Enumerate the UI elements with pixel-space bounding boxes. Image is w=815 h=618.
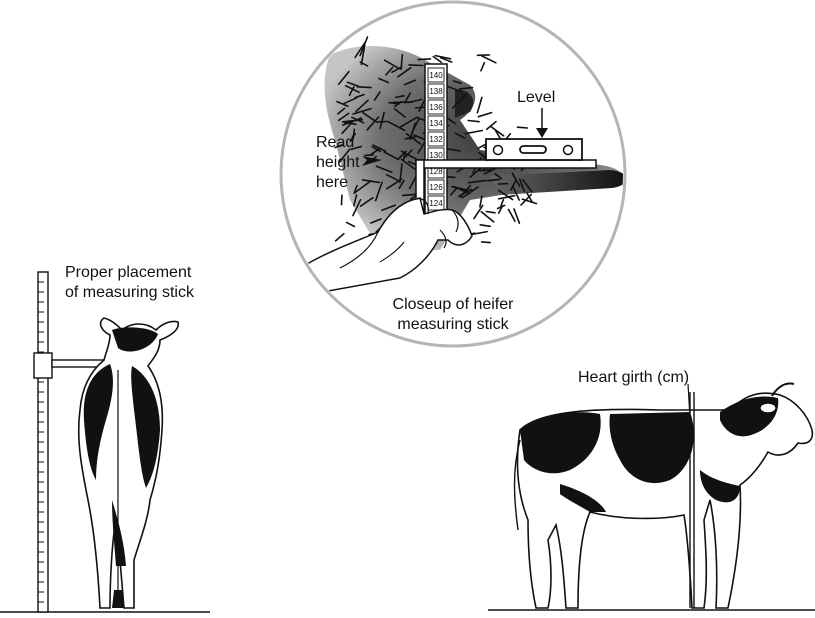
level-bubble-vial	[520, 146, 546, 153]
fur-stroke	[357, 87, 371, 88]
cow-eye	[760, 403, 776, 413]
level-label: Level	[517, 88, 555, 107]
side-view-cow-figure	[488, 384, 815, 611]
fur-stroke	[482, 242, 491, 243]
front-view-heifer-figure	[0, 272, 210, 612]
fur-stroke	[409, 65, 423, 66]
closeup-caption-line-2: measuring stick	[355, 315, 551, 334]
sliding-arm	[416, 160, 596, 168]
stick-tick-label: 134	[429, 119, 443, 128]
stick-tick-label: 130	[429, 151, 443, 160]
fur-stroke	[518, 127, 528, 128]
fur-stroke	[418, 59, 430, 60]
stick-slider	[34, 353, 52, 378]
stick-tick-label: 132	[429, 135, 443, 144]
proper-placement-label-line-1: Proper placement	[65, 263, 191, 282]
proper-placement-label-line-2: of measuring stick	[65, 283, 194, 302]
read-height-label-line-2: height	[316, 153, 360, 172]
closeup-caption-line-1: Closeup of heifer	[355, 295, 551, 314]
read-height-label-line-3: here	[316, 173, 348, 192]
stick-tick-label: 136	[429, 103, 443, 112]
heart-girth-label: Heart girth (cm)	[578, 368, 689, 387]
stick-scale: 140138136134132130128126124	[428, 68, 444, 210]
tail-switch	[112, 590, 124, 608]
read-height-label-line-1: Read	[316, 133, 354, 152]
stick-tick-label: 138	[429, 87, 443, 96]
stick-tick-label: 124	[429, 199, 443, 208]
stick-tick-label: 126	[429, 183, 443, 192]
stick-tick-label: 140	[429, 71, 443, 80]
